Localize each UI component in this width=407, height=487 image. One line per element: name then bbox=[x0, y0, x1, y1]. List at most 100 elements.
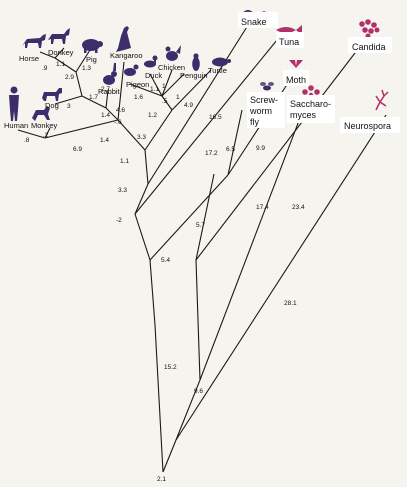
screwworm-label-box bbox=[247, 92, 285, 128]
branch-value-turtle: 4.9 bbox=[184, 102, 193, 109]
label-candida: Candida bbox=[352, 42, 386, 52]
insect-stem-branch bbox=[149, 174, 229, 261]
donkey-branch bbox=[54, 47, 65, 59]
pigeon-icon bbox=[124, 64, 139, 76]
neurospora-branch bbox=[175, 114, 387, 441]
branch-value-root: 2.1 bbox=[157, 476, 166, 483]
label-tuna: Tuna bbox=[279, 37, 299, 47]
branch-value-animal-stem: 5.4 bbox=[161, 257, 170, 264]
rabbit-branch bbox=[105, 89, 109, 109]
duck-branch bbox=[149, 73, 163, 97]
tree-branches bbox=[17, 21, 387, 473]
branch-value-horse: .9 bbox=[42, 65, 48, 72]
dog-icon bbox=[42, 88, 62, 101]
pig-branch bbox=[75, 49, 91, 73]
tuna-branch bbox=[134, 39, 278, 215]
label-saccharomyces-line1: Saccharo- bbox=[290, 99, 331, 109]
human-icon bbox=[9, 86, 19, 121]
branch-value-mammal-stem: 1.4 bbox=[100, 137, 109, 144]
chicken-icon bbox=[165, 45, 181, 61]
branch-value-primate-stem: 6.9 bbox=[73, 146, 82, 153]
branch-value-rabbit: 2.7 bbox=[101, 86, 110, 93]
amniote-stem-branch bbox=[144, 149, 149, 185]
horse-icon bbox=[22, 34, 46, 48]
tuna-label-box bbox=[276, 32, 304, 48]
label-screwworm-line2: worm bbox=[249, 106, 272, 116]
branch-value-duck: 1.1 bbox=[150, 86, 159, 93]
branch-value-penguin: 1 bbox=[176, 94, 180, 101]
branch-value-chicken: 1 bbox=[162, 83, 166, 90]
neurospora-label-box bbox=[340, 117, 400, 133]
label-duck: Duck bbox=[145, 71, 162, 80]
branch-value-pig: 1.3 bbox=[82, 65, 91, 72]
human-branch bbox=[17, 129, 46, 139]
branch-value-vert-stem: 3.3 bbox=[118, 187, 127, 194]
branch-value-monkey: .2 bbox=[43, 132, 49, 139]
candida-icon bbox=[359, 19, 380, 39]
monkey-branch bbox=[44, 127, 51, 139]
horse-branch bbox=[39, 51, 56, 59]
branch-value-donkey: 1.1 bbox=[56, 61, 65, 68]
penguin-icon bbox=[192, 53, 200, 71]
snake-branch bbox=[147, 21, 251, 185]
branch-value-moth: 9.9 bbox=[256, 145, 265, 152]
branch-value-yeast-stem: 9.6 bbox=[194, 388, 203, 395]
branch-value-saccharomyces: 17.4 bbox=[256, 204, 269, 211]
bird-stem-branch bbox=[161, 95, 173, 111]
dog-stem-branch bbox=[81, 95, 107, 109]
penguin-branch bbox=[161, 73, 185, 97]
label-penguin: Penguin bbox=[180, 71, 208, 80]
label-pig: Pig bbox=[86, 55, 97, 64]
branch-value-rabbit-inner: 1.4 bbox=[101, 112, 110, 119]
branch-value-neurospora: 28.1 bbox=[284, 300, 297, 307]
reptile-stem-branch bbox=[144, 109, 173, 151]
kangaroo-icon bbox=[116, 26, 131, 52]
candida-label-box bbox=[348, 37, 392, 53]
branch-value-dog: 3 bbox=[67, 103, 71, 110]
branch-value-pigeon: 1.6 bbox=[134, 94, 143, 101]
moth-label-box bbox=[283, 70, 309, 86]
branch-value-reptile-stem: 3.3 bbox=[137, 134, 146, 141]
label-rabbit: Rabbit bbox=[98, 87, 121, 96]
label-horse: Horse bbox=[19, 54, 39, 63]
label-saccharomyces-line2: myces bbox=[290, 110, 317, 120]
label-monkey: Monkey bbox=[31, 121, 58, 130]
vertebrate-root-branch bbox=[134, 183, 149, 215]
label-moth: Moth bbox=[286, 75, 306, 85]
branch-value-chicken-inner: .5 bbox=[162, 98, 168, 105]
fungal-stem-branch bbox=[175, 173, 215, 441]
animal-stem-branch bbox=[134, 213, 156, 326]
snake-label-box bbox=[238, 12, 278, 28]
label-neurospora: Neurospora bbox=[344, 121, 391, 131]
label-screwworm-line1: Screw- bbox=[250, 95, 278, 105]
branch-value-kangaroo: 4.6 bbox=[116, 107, 125, 114]
saccharomyces-label-box bbox=[287, 95, 335, 123]
turtle-icon bbox=[212, 57, 231, 67]
saccharomyces-branch bbox=[199, 117, 301, 381]
branch-value-horse-donkey: 2.9 bbox=[65, 74, 74, 81]
candida-branch bbox=[195, 39, 366, 261]
kangaroo-branch bbox=[117, 61, 125, 121]
duck-icon bbox=[144, 55, 158, 68]
rabbit-icon bbox=[103, 63, 117, 85]
label-turtle: Turtle bbox=[208, 66, 227, 75]
branch-value-bird-stem: 1.2 bbox=[148, 112, 157, 119]
branch-length-labels: .9 1.1 2.9 1.3 3 1.7 2.7 1.4 -.6 4.6 1.4… bbox=[24, 61, 305, 483]
label-dog: Dog bbox=[45, 101, 59, 110]
deep-stem-branch bbox=[154, 324, 164, 473]
branch-value-human: .8 bbox=[24, 137, 30, 144]
pig-icon bbox=[82, 39, 103, 53]
chicken-branch bbox=[161, 69, 173, 97]
branch-value-deep-stem: 15.2 bbox=[164, 364, 177, 371]
placental-stem-branch bbox=[105, 107, 119, 121]
branch-value-candida: 23.4 bbox=[292, 204, 305, 211]
branch-value-insect-stem: 5.7 bbox=[196, 222, 205, 229]
screwworm-fly-icon bbox=[260, 82, 274, 91]
donkey-icon bbox=[48, 28, 70, 44]
horse-donkey-stem-branch bbox=[54, 57, 77, 73]
neurospora-icon bbox=[375, 89, 389, 111]
branch-value-screwworm: 6.5 bbox=[226, 146, 235, 153]
label-screwworm-line3: fly bbox=[250, 117, 260, 127]
label-chicken: Chicken bbox=[158, 63, 185, 72]
